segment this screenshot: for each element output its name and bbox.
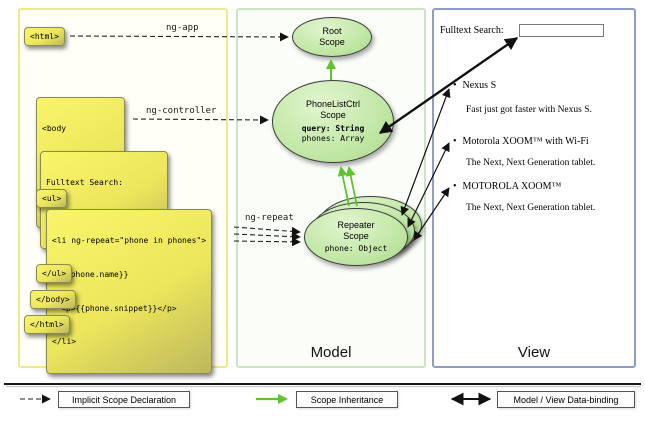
code-line: {{phone.name}} (61, 269, 129, 279)
code-line: <p>{{phone.snippet}}</p> (61, 303, 177, 313)
model-panel-label: Model (310, 344, 352, 361)
scope-title: PhoneListCtrl (305, 98, 361, 109)
code-line: <body (42, 124, 67, 134)
root-scope-ellipse: Root Scope (292, 17, 372, 57)
code-html-close: </html> (24, 315, 70, 335)
scope-title: Root (322, 25, 342, 36)
item-title-text: MOTOROLA XOOM™ (462, 181, 562, 192)
code-html-open: <html> (24, 27, 65, 47)
view-panel-label: View (517, 344, 551, 361)
view-search-label: Fulltext Search: (440, 25, 504, 36)
view-item-3-desc: The Next, Next Generation tablet. (466, 203, 596, 213)
code-line: <li ng-repeat="phone in phones"> (52, 236, 207, 246)
view-item-1-desc: Fast just got faster with Nexus S. (466, 105, 592, 115)
bullet-icon: • (453, 80, 457, 91)
legend-separator-line (4, 383, 641, 388)
code-line: </li> (52, 337, 77, 347)
legend-scope-inheritance: Scope Inheritance (296, 391, 398, 408)
view-item-3-title: • MOTOROLA XOOM™ (453, 181, 561, 192)
code-line: Fulltext Search: (46, 178, 124, 188)
scope-title: Scope (319, 37, 345, 47)
view-item-1-title: • Nexus S (453, 80, 496, 91)
view-item-2-title: • Motorola XOOM™ with Wi-Fi (453, 136, 589, 147)
bullet-icon: • (453, 181, 457, 192)
scope-title: Scope (343, 231, 369, 241)
fulltext-search-input[interactable] (519, 24, 604, 37)
ng-repeat-label: ng-repeat (245, 213, 294, 223)
scope-prop: query: String (301, 124, 365, 134)
legend-model-view-databinding: Model / View Data-binding (497, 391, 635, 408)
code-ul-open: <ul> (36, 189, 68, 209)
legend-implicit-scope-declaration: Implicit Scope Declaration (58, 391, 190, 408)
bullet-icon: • (453, 136, 457, 147)
ng-controller-label: ng-controller (146, 106, 217, 116)
ng-app-label: ng-app (166, 23, 199, 33)
scope-prop: phone: Object (324, 244, 388, 254)
scope-title: Repeater (337, 219, 375, 230)
phonelistctrl-scope-ellipse: PhoneListCtrl Scope query: String phones… (272, 80, 394, 163)
item-title-text: Nexus S (462, 80, 497, 91)
repeater-scope-ellipse: Repeater Scope phone: Object (304, 208, 408, 266)
code-body-close: </body> (30, 290, 76, 310)
code-ul-close: </ul> (36, 264, 73, 284)
scope-title: Scope (320, 110, 346, 120)
view-item-2-desc: The Next, Next Generation tablet. (466, 158, 596, 168)
item-title-text: Motorola XOOM™ with Wi-Fi (462, 136, 589, 147)
scope-prop: phones: Array (301, 134, 365, 144)
model-panel: Model (236, 8, 426, 368)
